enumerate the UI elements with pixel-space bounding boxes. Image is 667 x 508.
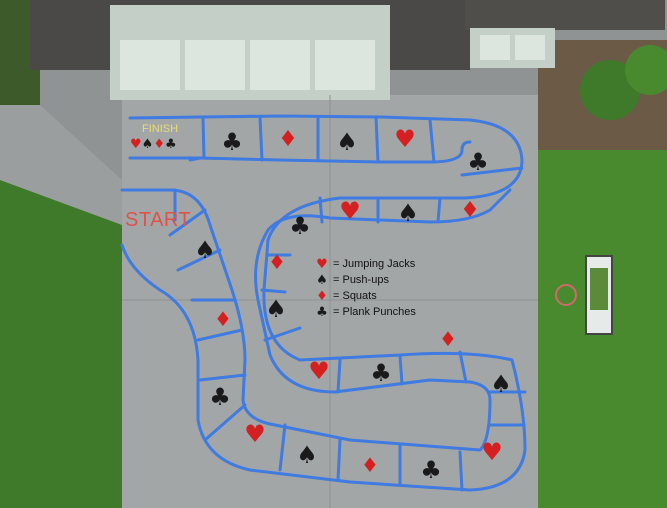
tile-heart-icon: ♥ [394,125,416,153]
tile-diamond-icon: ♦ [439,327,457,351]
basketball-hoop [555,255,613,335]
legend-item: ♠ = Push-ups [314,272,416,288]
tile-club-icon: ♣ [221,128,243,156]
tile-spade-icon: ♠ [296,441,318,469]
finish-icons: ♥♠♦♣ [130,137,177,152]
tile-club-icon: ♣ [420,456,442,484]
spade-icon: ♠ [316,272,328,288]
tile-diamond-icon: ♦ [460,198,480,223]
exercise-legend: ♥ = Jumping Jacks ♠ = Push-ups ♦ = Squat… [314,256,416,320]
tile-heart-icon: ♥ [481,438,503,466]
tile-spade-icon: ♠ [265,295,287,323]
tile-spade-icon: ♠ [397,199,419,227]
tile-diamond-icon: ♦ [214,307,232,331]
heart-icon: ♥ [316,256,328,272]
tile-diamond-icon: ♦ [268,250,286,274]
heart-icon: ♥ [130,137,142,152]
tile-club-icon: ♣ [467,148,489,176]
tile-diamond-icon: ♦ [278,127,298,152]
tile-spade-icon: ♠ [336,128,358,156]
tile-heart-icon: ♥ [339,197,361,225]
diamond-icon: ♦ [153,137,165,152]
tile-club-icon: ♣ [370,359,392,387]
tile-diamond-icon: ♦ [361,453,379,477]
tile-heart-icon: ♥ [308,357,330,385]
tile-club-icon: ♣ [209,383,231,411]
legend-text: = Squats [333,290,377,302]
game-board-path [120,114,527,492]
legend-item: ♣ = Plank Punches [314,304,416,320]
left-lawn [0,180,122,508]
tile-spade-icon: ♠ [194,236,216,264]
legend-text: = Plank Punches [333,306,416,318]
garage-wing [465,0,665,30]
sidewalk [0,105,122,225]
start-label: START [125,209,192,231]
legend-text: = Push-ups [333,274,389,286]
tile-spade-icon: ♠ [490,370,512,398]
legend-item: ♦ = Squats [314,288,416,304]
legend-text: = Jumping Jacks [333,258,416,270]
finish-label: FINISH [142,123,179,135]
tile-heart-icon: ♥ [244,420,266,448]
club-icon: ♣ [164,137,177,152]
club-icon: ♣ [316,304,328,320]
spade-icon: ♠ [141,137,154,152]
legend-item: ♥ = Jumping Jacks [314,256,416,272]
diamond-icon: ♦ [316,288,328,304]
tile-club-icon: ♣ [289,212,311,240]
